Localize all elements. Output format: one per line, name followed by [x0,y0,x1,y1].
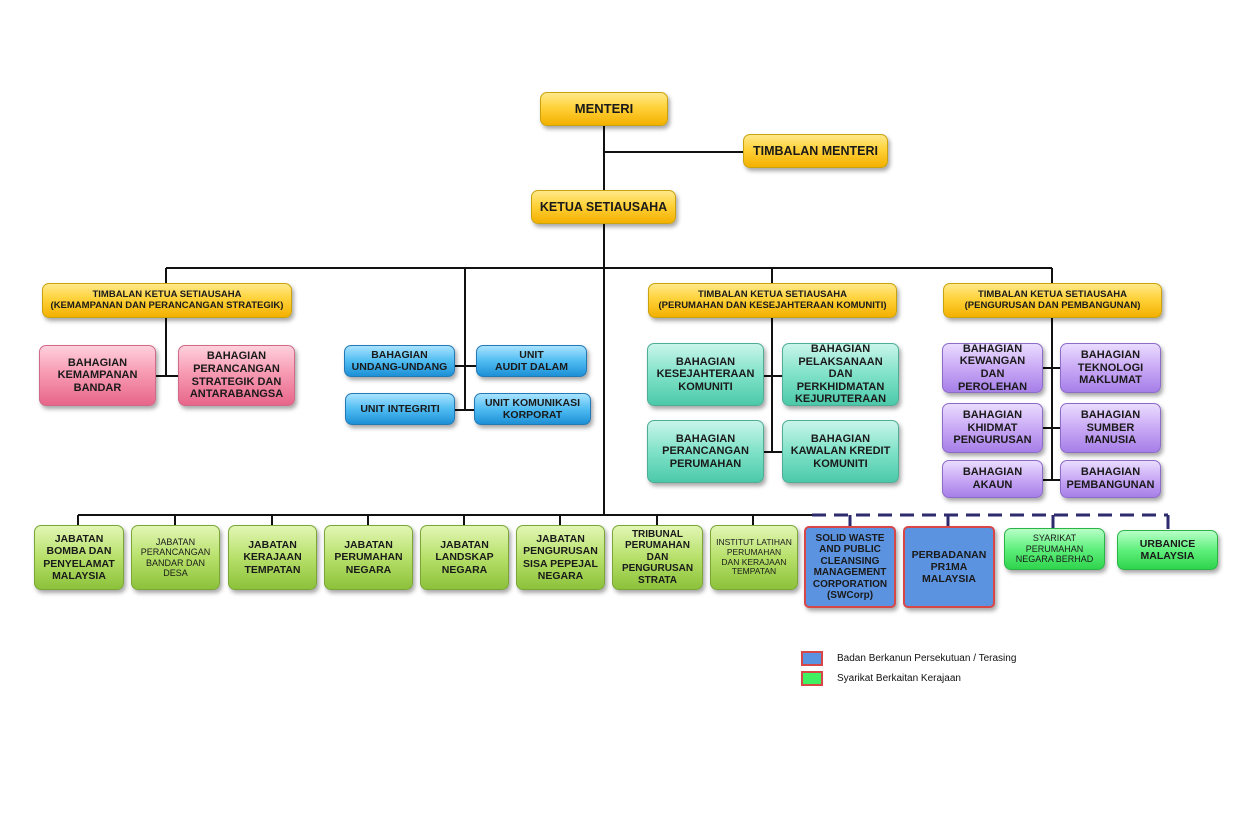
dept-tribunal-perumahan: TRIBUNAL PERUMAHAN DAN PENGURUSAN STRATA [612,525,703,590]
deputy-minister-box: TIMBALAN MENTERI [743,134,888,168]
secretary-general-box: KETUA SETIAUSAHA [531,190,676,224]
division-kesejahteraan-komuniti: BAHAGIAN KESEJAHTERAAN KOMUNITI [647,343,764,406]
unit-komunikasi-korporat: UNIT KOMUNIKASI KORPORAT [474,393,591,425]
body-pr1ma: PERBADANAN PR1MA MALAYSIA [903,526,995,608]
division-pelaksanaan-kejuruteraan: BAHAGIAN PELAKSANAAN DAN PERKHIDMATAN KE… [782,343,899,406]
division-kawalan-kredit-komuniti: BAHAGIAN KAWALAN KREDIT KOMUNITI [782,420,899,483]
unit-integriti: UNIT INTEGRITI [345,393,455,425]
dept-institut-latihan: INSTITUT LATIHAN PERUMAHAN DAN KERAJAAN … [710,525,798,590]
legend-company-label: Syarikat Berkaitan Kerajaan [837,673,961,684]
division-kemampanan-bandar: BAHAGIAN KEMAMPANAN BANDAR [39,345,156,406]
deputy-sg-pengurusan: TIMBALAN KETUA SETIAUSAHA (PENGURUSAN DA… [943,283,1162,318]
unit-undang-undang: BAHAGIAN UNDANG-UNDANG [344,345,455,377]
division-khidmat-pengurusan: BAHAGIAN KHIDMAT PENGURUSAN [942,403,1043,453]
dept-perumahan-negara: JABATAN PERUMAHAN NEGARA [324,525,413,590]
dept-bomba-penyelamat: JABATAN BOMBA DAN PENYELAMAT MALAYSIA [34,525,124,590]
deputy-sg-perumahan: TIMBALAN KETUA SETIAUSAHA (PERUMAHAN DAN… [648,283,897,318]
legend-statutory-label: Badan Berkanun Persekutuan / Terasing [837,653,1017,664]
company-urbanice: URBANICE MALAYSIA [1117,530,1218,570]
division-sumber-manusia: BAHAGIAN SUMBER MANUSIA [1060,403,1161,453]
division-akaun: BAHAGIAN AKAUN [942,460,1043,498]
unit-audit-dalam: UNIT AUDIT DALAM [476,345,587,377]
company-syarikat-perumahan-negara: SYARIKAT PERUMAHAN NEGARA BERHAD [1004,528,1105,570]
legend-statutory-swatch [801,651,823,666]
division-kewangan-perolehan: BAHAGIAN KEWANGAN DAN PEROLEHAN [942,343,1043,393]
division-perancangan-strategik: BAHAGIAN PERANCANGAN STRATEGIK DAN ANTAR… [178,345,295,406]
dept-landskap-negara: JABATAN LANDSKAP NEGARA [420,525,509,590]
dept-perancangan-bandar-desa: JABATAN PERANCANGAN BANDAR DAN DESA [131,525,220,590]
minister-box: MENTERI [540,92,668,126]
dept-kerajaan-tempatan: JABATAN KERAJAAN TEMPATAN [228,525,317,590]
division-teknologi-maklumat: BAHAGIAN TEKNOLOGI MAKLUMAT [1060,343,1161,393]
dept-sisa-pepejal: JABATAN PENGURUSAN SISA PEPEJAL NEGARA [516,525,605,590]
deputy-sg-kemampanan: TIMBALAN KETUA SETIAUSAHA (KEMAMPANAN DA… [42,283,292,318]
body-swcorp: SOLID WASTE AND PUBLIC CLEANSING MANAGEM… [804,526,896,608]
legend-company-swatch [801,671,823,686]
division-perancangan-perumahan: BAHAGIAN PERANCANGAN PERUMAHAN [647,420,764,483]
division-pembangunan: BAHAGIAN PEMBANGUNAN [1060,460,1161,498]
